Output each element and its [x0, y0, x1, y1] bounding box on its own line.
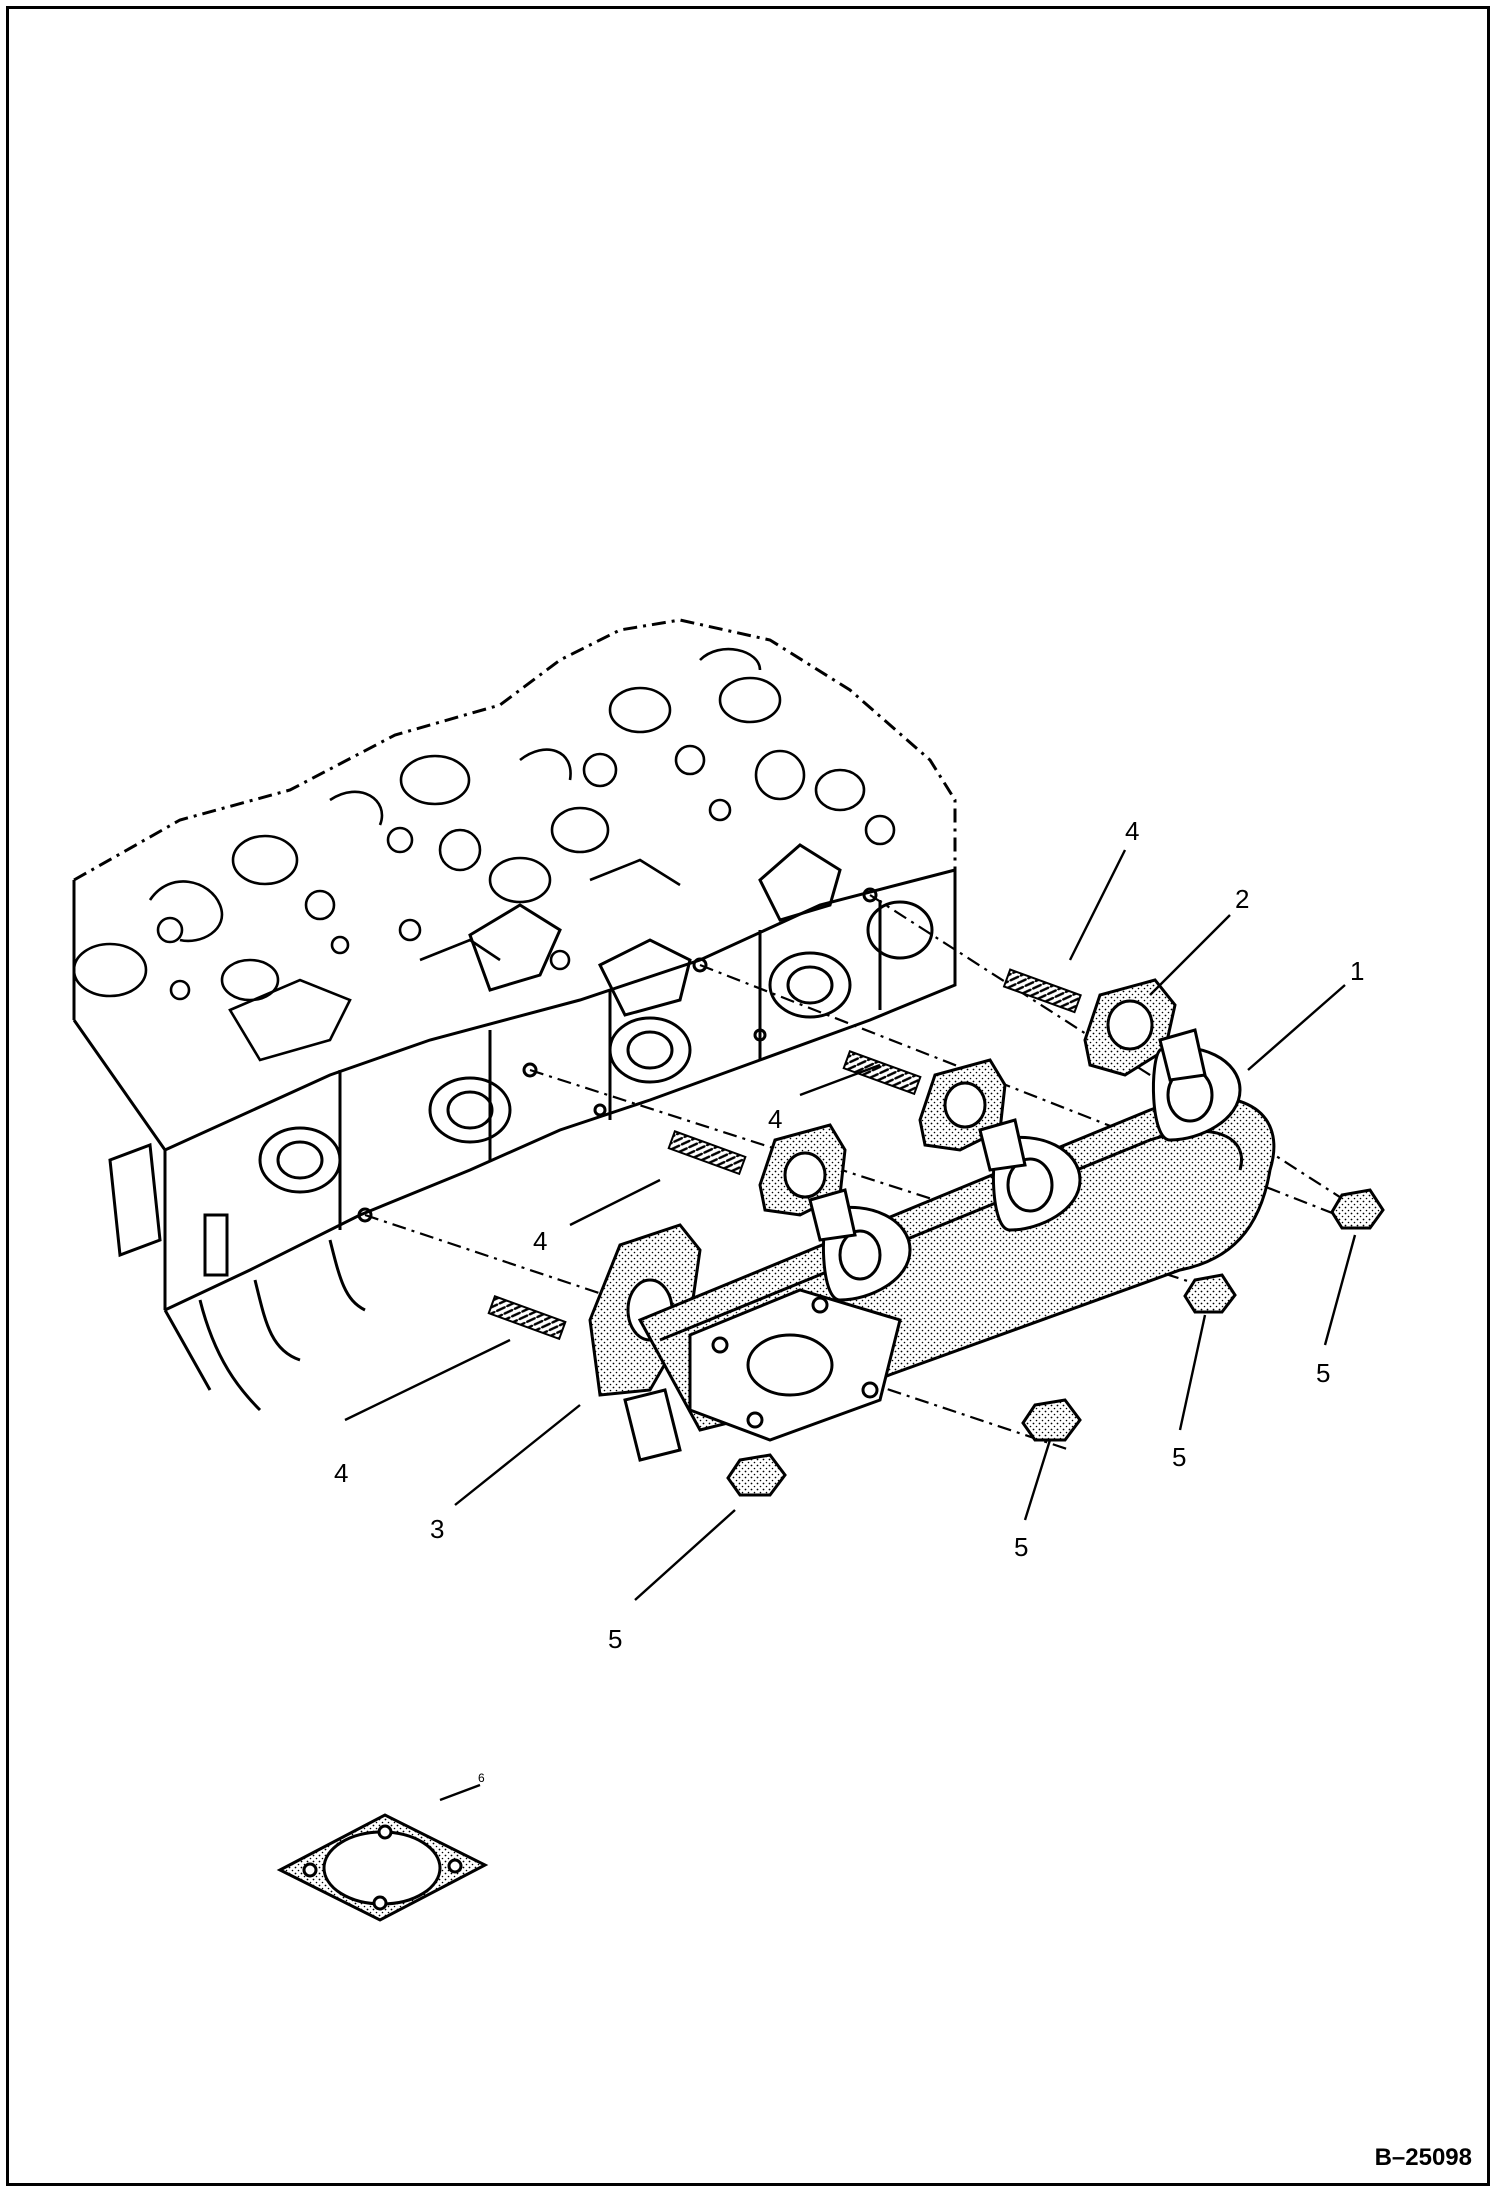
- nut-3: [1183, 1273, 1237, 1314]
- nut-4: [1330, 1188, 1385, 1230]
- callout-5b: 5: [1014, 1532, 1028, 1562]
- nut-1: [726, 1453, 787, 1497]
- callout-4a: 4: [1125, 816, 1139, 846]
- callout-3: 3: [430, 1514, 444, 1544]
- stud-1: [487, 1295, 567, 1341]
- stud-3: [842, 1050, 922, 1096]
- stud-4: [1002, 968, 1082, 1014]
- callout-5a: 5: [608, 1624, 622, 1654]
- nut-2: [1021, 1398, 1082, 1442]
- cylinder-head: [72, 618, 957, 1412]
- leader-lines: [344, 849, 1357, 1802]
- drawing-frame: [6, 6, 1490, 2186]
- studs: [487, 968, 1082, 1341]
- callout-2: 2: [1235, 884, 1249, 914]
- figure-id: B–25098: [1374, 2144, 1472, 2171]
- callout-1: 1: [1350, 956, 1364, 986]
- callout-5c: 5: [1172, 1442, 1186, 1472]
- callout-4b: 4: [768, 1104, 782, 1134]
- callout-4d: 4: [334, 1458, 348, 1488]
- callout-6: 6: [478, 1771, 485, 1785]
- stud-2: [667, 1130, 747, 1176]
- flange-nuts: [726, 1188, 1385, 1497]
- exhaust-manifold: [623, 1028, 1276, 1462]
- callout-labels: 1 2 3 4 4 4 4 5 5 5 5 6: [334, 816, 1364, 1785]
- callout-4c: 4: [533, 1226, 547, 1256]
- outlet-gasket: [276, 1813, 489, 1922]
- callout-5d: 5: [1316, 1358, 1330, 1388]
